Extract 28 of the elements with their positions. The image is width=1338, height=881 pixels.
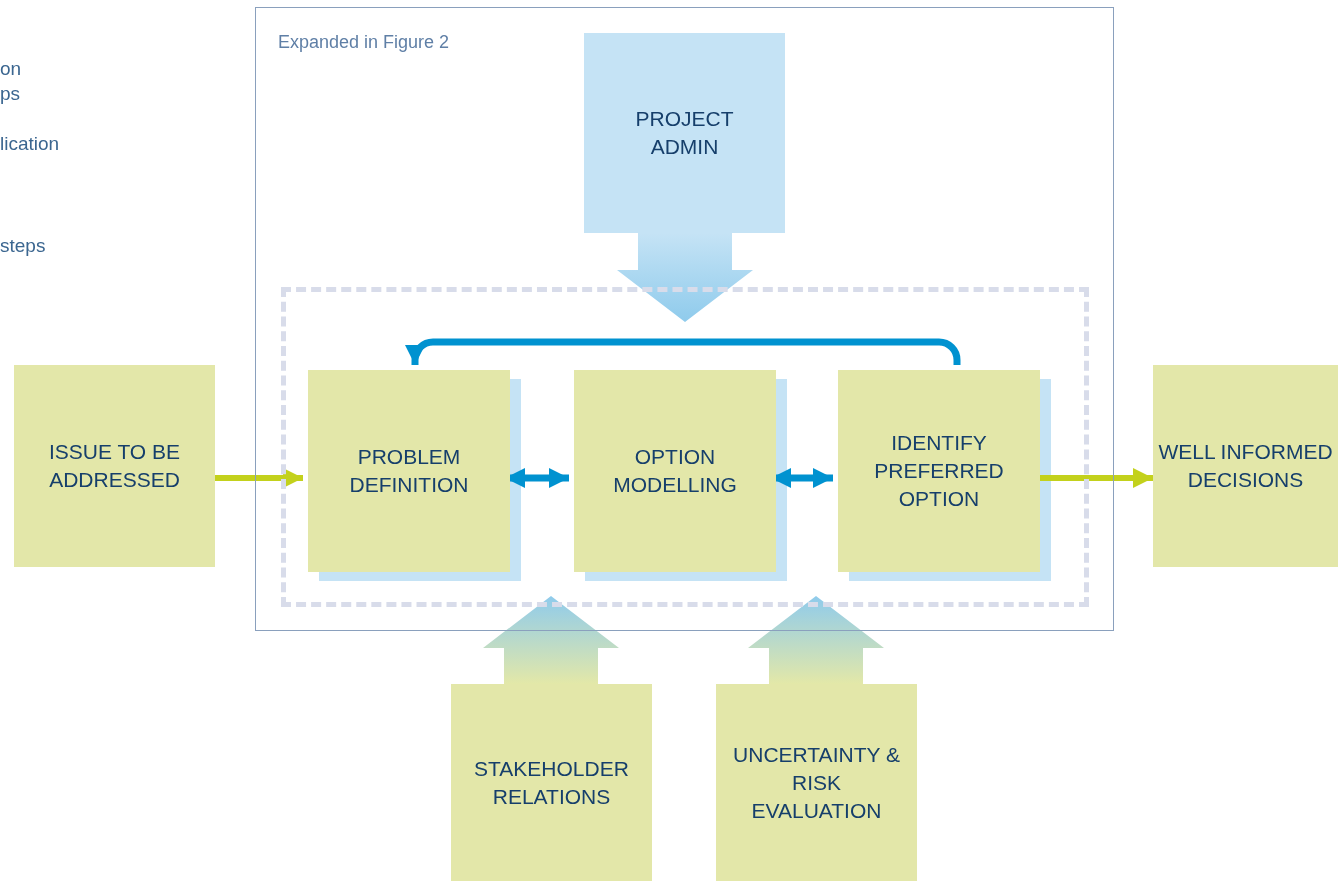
arrow <box>215 468 303 488</box>
arrow <box>405 338 961 366</box>
process-box <box>574 370 776 572</box>
legend-fragment: ps <box>0 83 21 105</box>
box-label: PROBLEM DEFINITION <box>348 444 470 498</box>
process-box <box>584 33 785 233</box>
block-arrow <box>483 596 619 684</box>
group-frame <box>255 7 1114 631</box>
process-box <box>716 684 917 881</box>
box-label: PROJECT ADMIN <box>634 106 735 160</box>
legend-fragment: steps <box>0 235 46 257</box>
process-box <box>308 370 510 572</box>
process-box <box>451 684 652 881</box>
box-label: IDENTIFY PREFERRED OPTION <box>873 430 1005 512</box>
block-arrow <box>617 233 753 322</box>
process-box <box>838 370 1040 572</box>
legend-fragment: on <box>0 58 22 80</box>
process-box <box>14 365 215 567</box>
box-label: ISSUE TO BE ADDRESSED <box>47 439 182 493</box>
legend-fragment: lication <box>0 133 60 155</box>
group-heading: Expanded in Figure 2 <box>278 32 450 53</box>
dashed-group-box <box>281 287 1089 607</box>
block-arrow <box>748 596 884 684</box>
box-label: WELL INFORMED DECISIONS <box>1157 439 1334 493</box>
box-label: OPTION MODELLING <box>612 444 738 498</box>
box-label: STAKEHOLDER RELATIONS <box>473 755 630 810</box>
box-label: UNCERTAINTY & RISK EVALUATION <box>732 741 901 824</box>
process-box <box>1153 365 1338 567</box>
